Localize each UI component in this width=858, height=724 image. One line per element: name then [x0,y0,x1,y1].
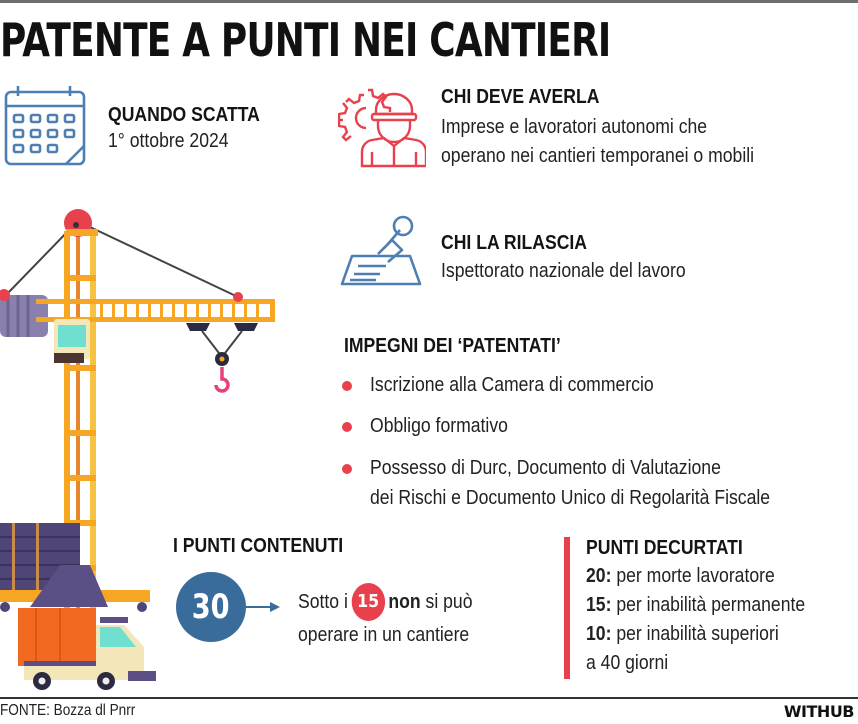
source-note: FONTE: Bozza dl Pnrr [0,702,136,719]
threshold-line-2: operare in un cantiere [298,624,470,646]
page-title: PATENTE A PUNTI NEI CANTIERI [0,13,611,67]
chi-deve-line-1: Imprese e lavoratori autonomi che [441,116,708,138]
brand-logo: WITHUB [783,702,855,721]
quando-value: 1° ottobre 2024 [108,130,229,152]
impegni-item: Obbligo formativo [342,413,527,439]
decurtati-continuation: a 40 giorni [586,652,669,674]
calendar-icon [4,86,86,166]
top-rule [0,0,858,3]
impegni-item: Possesso di Durc, Documento di Valutazio… [342,455,825,511]
impegni-heading: IMPEGNI DEI ‘PATENTATI’ [344,335,561,357]
bullet-dot-icon [342,422,352,432]
stamp-icon [340,215,422,286]
chi-rilascia-value: Ispettorato nazionale del lavoro [441,260,686,282]
bottom-rule [0,697,858,699]
decurtati-row: 10: per inabilità superiori [586,623,779,645]
decurtati-row: 20: per morte lavoratore [586,565,775,587]
worker-gear-icon [338,88,426,168]
chi-deve-heading: CHI DEVE AVERLA [441,86,600,108]
bullet-dot-icon [342,381,352,391]
arrow-right-icon [246,602,280,612]
punti-decurtati-heading: PUNTI DECURTATI [586,537,743,559]
chi-rilascia-heading: CHI LA RILASCIA [441,232,588,254]
crane-truck-illustration [0,209,275,690]
threshold-badge: 15 [351,583,385,621]
chi-deve-line-2: operano nei cantieri temporanei o mobili [441,145,755,167]
impegni-item: Iscrizione alla Camera di commercio [342,372,692,398]
quando-heading: QUANDO SCATTA [108,104,260,126]
total-points-badge: 30 [176,572,246,642]
decurtati-row: 15: per inabilità permanente [586,594,806,616]
punti-contenuti-heading: I PUNTI CONTENUTI [173,535,344,557]
threshold-line: Sotto i 15 non si può [298,583,473,621]
bullet-dot-icon [342,464,352,474]
red-accent-bar [564,537,570,679]
